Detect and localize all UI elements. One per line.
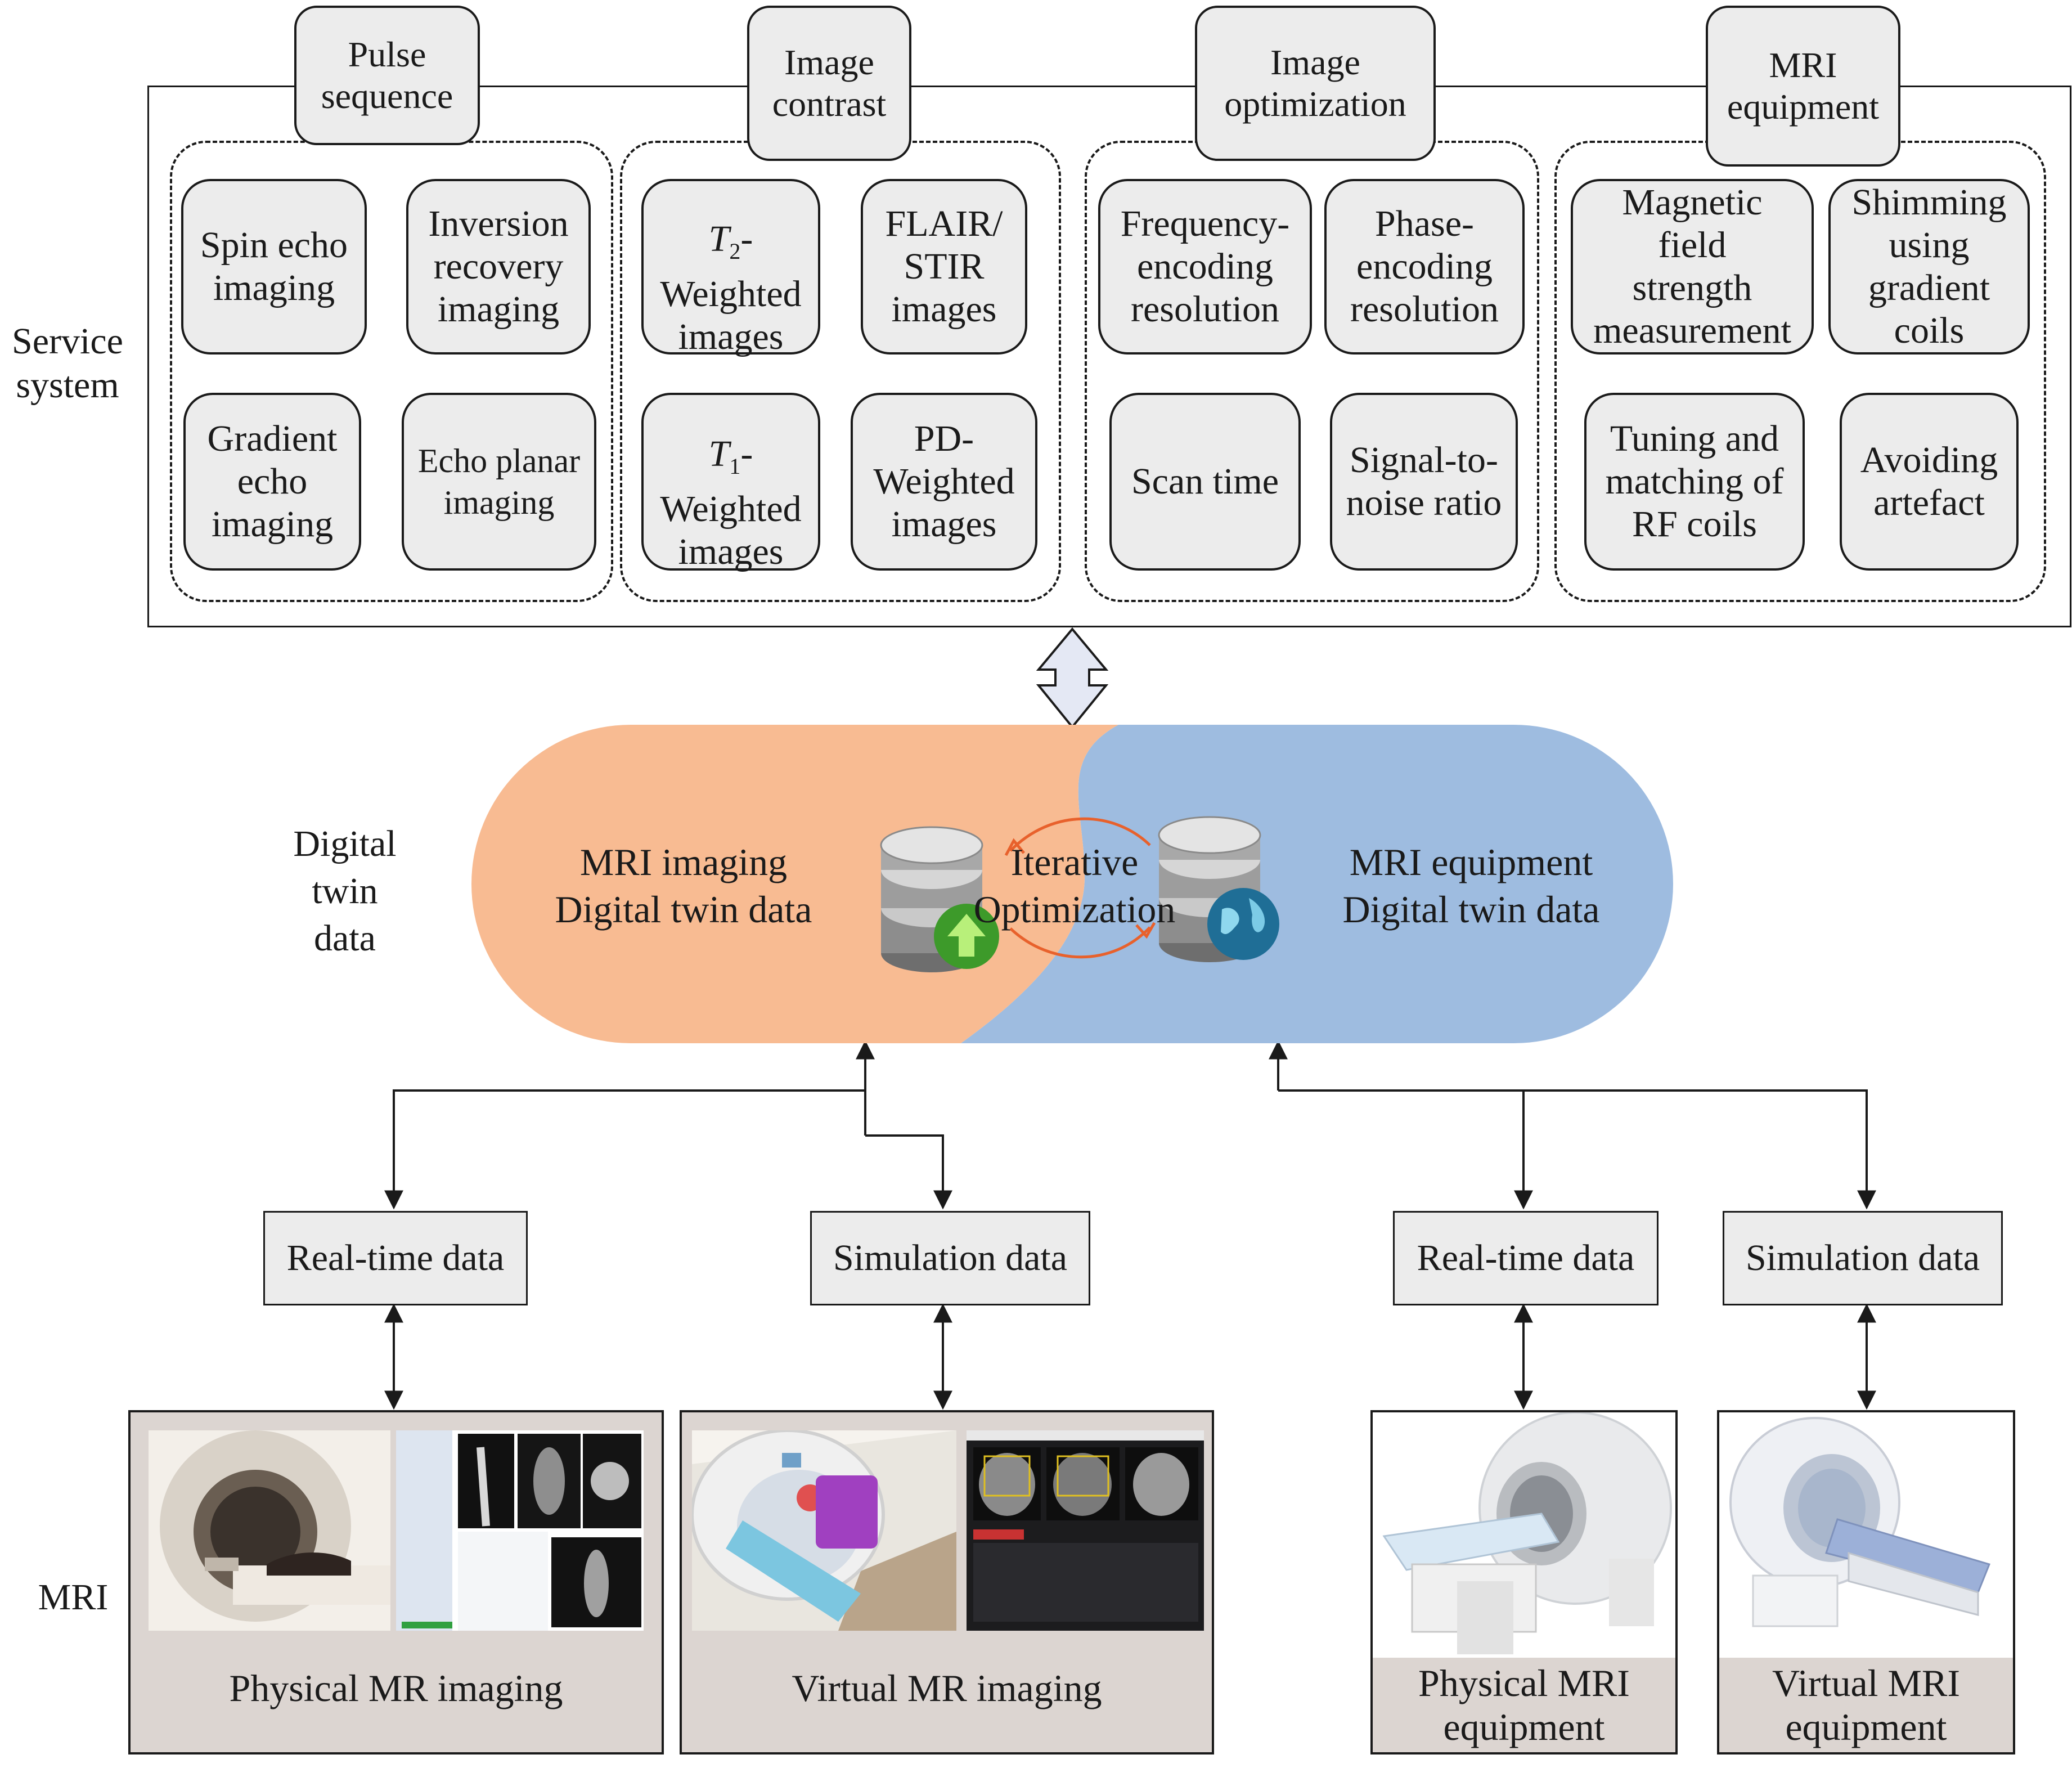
database-globe-icon [1158,816,1279,962]
equipment-simulation-data-box: Simulation data [1723,1211,2003,1305]
item-phase-encoding-resolution: Phase- encoding resolution [1324,179,1525,355]
item-spin-echo-imaging: Spin echo imaging [181,179,367,355]
panel-physical-mr-imaging: Physical MR imaging [128,1410,664,1754]
imaging-simulation-data-box: Simulation data [810,1211,1090,1305]
database-upload-icon [880,826,999,972]
item-gradient-echo-imaging: Gradient echo imaging [183,393,361,571]
t2-item-text: - Weighted images [660,218,802,358]
equipment-twin-text: MRI equipment Digital twin data [1342,841,1600,931]
category-tab-mri-equipment: MRI equipment [1706,6,1900,167]
item-signal-to-noise-ratio: Signal-to- noise ratio [1330,393,1518,571]
digital-twin-label: Digital twin data [293,823,397,959]
equipment-tree-realtime-branch [1278,1089,1533,1210]
item-inversion-recovery-imaging: Inversion recovery imaging [406,179,591,355]
panel-label-physical-mri-equipment: Physical MRI equipment [1418,1662,1630,1748]
equipment-realtime-data-box: Real-time data [1393,1211,1659,1305]
category-tab-image-contrast: Image contrast [747,6,911,161]
item-frequency-encoding-resolution: Frequency- encoding resolution [1098,179,1312,355]
imaging-twin-text: MRI imaging Digital twin data [555,841,812,931]
item-t2-weighted-images: T2- Weighted images [641,179,820,358]
physical-imaging-photo [149,1430,644,1631]
t2-symbol: T [708,218,730,259]
item-shimming-using-gradient-coils: Shimming using gradient coils [1828,179,2030,355]
mri-label: MRI [38,1577,109,1618]
t1-symbol: T [708,433,730,474]
item-scan-time: Scan time [1109,393,1301,571]
physical-scanner-photo [1373,1412,1675,1658]
t2-subscript: 2 [729,239,741,264]
equipment-tree-simulation-branch [1523,1089,1876,1210]
iterative-optimization-text: Iterative Optimization [973,841,1176,931]
imaging-realtime-data-box: Real-time data [263,1211,528,1305]
iterative-cycle-arrows [1004,817,1156,959]
panel-virtual-mri-equipment: Virtual MRI equipment [1717,1410,2015,1754]
item-pd-weighted-images: PD- Weighted images [851,393,1037,571]
virtual-scanner-render [1719,1412,2013,1658]
item-flair-stir-images: FLAIR/ STIR images [861,179,1027,355]
imaging-tree-realtime-branch [384,1089,865,1210]
category-tab-image-optimization: Image optimization [1195,6,1436,161]
item-t1-weighted-images: T1- Weighted images [641,393,820,573]
equipment-twin-region [961,725,1673,1043]
panel-label-virtual-mr-imaging: Virtual MR imaging [792,1667,1102,1709]
panel-virtual-mr-imaging: Virtual MR imaging [680,1410,1214,1754]
category-tab-pulse-sequence: Pulse sequence [294,6,480,145]
imaging-tree-simulation-branch [865,1134,952,1210]
item-magnetic-field-strength-measurement: Magnetic field strength measurement [1571,179,1814,355]
virtual-imaging-render [692,1430,1204,1631]
t1-subscript: 1 [729,454,741,479]
service-system-label: Service system [12,321,123,406]
digital-twin-pill [471,725,1673,1043]
panel-physical-mri-equipment: Physical MRI equipment [1370,1410,1678,1754]
panel-label-physical-mr-imaging: Physical MR imaging [229,1667,563,1709]
service-twin-double-arrow [1036,627,1109,729]
item-echo-planar-imaging: Echo planar imaging [402,393,596,571]
t1-item-text: - Weighted images [660,433,802,573]
item-tuning-and-matching-of-rf-coils: Tuning and matching of RF coils [1584,393,1805,571]
panel-label-virtual-mri-equipment: Virtual MRI equipment [1772,1662,1960,1748]
item-avoiding-artefact: Avoiding artefact [1840,393,2019,571]
